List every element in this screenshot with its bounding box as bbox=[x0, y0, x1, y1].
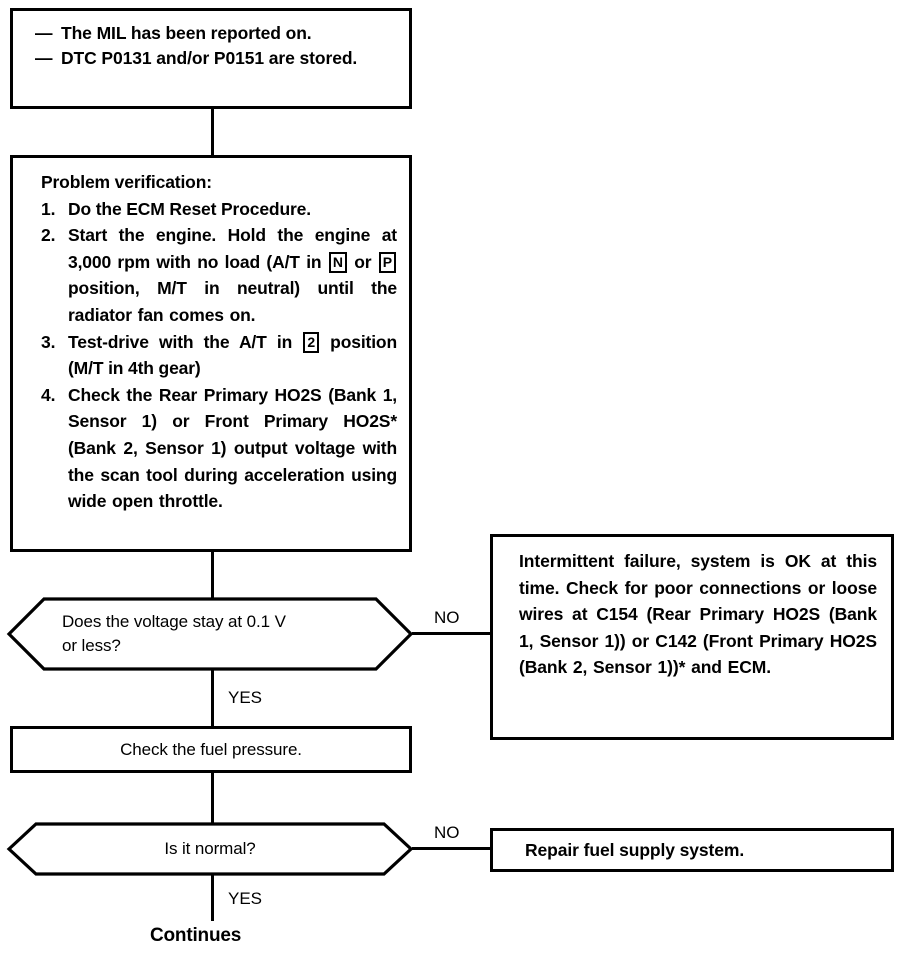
condition-dash: — bbox=[35, 48, 53, 68]
conditions-list: — The MIL has been reported on. — DTC P0131… bbox=[35, 21, 401, 71]
verification-step: 2. Start the engine. Hold the engine at 3… bbox=[41, 222, 397, 328]
problem-verification-steps: 1. Do the ECM Reset Procedure. 2. Start the… bbox=[41, 196, 397, 515]
problem-verification-content: Problem verification: 1. Do the ECM Reset… bbox=[41, 169, 397, 515]
gear-position-n-icon: N bbox=[328, 251, 347, 273]
verification-step: 3. Test-drive with the A/T in 2 position … bbox=[41, 329, 397, 382]
verification-step-text: Start the engine. Hold the engine at 3,0… bbox=[68, 225, 397, 325]
repair-fuel-supply-box: Repair fuel supply system. bbox=[490, 828, 894, 872]
gear-position-2-icon: 2 bbox=[303, 331, 319, 353]
check-fuel-pressure-text: Check the fuel pressure. bbox=[120, 739, 302, 759]
conditions-box: — The MIL has been reported on. — DTC P0131… bbox=[10, 8, 412, 109]
verification-step-text: Check the Rear Primary HO2S (Bank 1, Sen… bbox=[68, 384, 397, 512]
decision-voltage-label: Does the voltage stay at 0.1 V or less? bbox=[62, 596, 358, 672]
problem-verification-box: Problem verification: 1. Do the ECM Reset… bbox=[10, 155, 412, 552]
condition-item: — DTC P0131 and/or P0151 are stored. bbox=[35, 46, 401, 71]
verification-step: 4. Check the Rear Primary HO2S (Bank 1, S… bbox=[41, 382, 397, 515]
connector-verification-to-voltage-decision bbox=[211, 552, 214, 598]
branch-label-no-normal: NO bbox=[434, 823, 460, 842]
branch-label-yes-voltage: YES bbox=[228, 688, 263, 707]
decision-voltage-line2: or less? bbox=[62, 636, 121, 655]
condition-text: DTC P0131 and/or P0151 are stored. bbox=[61, 48, 358, 68]
connector-normal-no-branch bbox=[412, 847, 492, 850]
verification-step-text: Test-drive with the A/T in 2 position (M… bbox=[68, 331, 398, 379]
problem-verification-title: Problem verification: bbox=[41, 172, 212, 192]
verification-step-text: Do the ECM Reset Procedure. bbox=[68, 198, 311, 219]
connector-voltage-no-branch bbox=[412, 632, 492, 635]
gear-position-p-icon: P bbox=[378, 251, 396, 273]
verification-step-number: 1. bbox=[41, 198, 56, 219]
branch-label-yes-normal: YES bbox=[228, 889, 263, 908]
connector-voltage-yes-branch bbox=[211, 670, 214, 726]
decision-is-it-normal-label: Is it normal? bbox=[62, 821, 358, 877]
connector-normal-yes-branch bbox=[211, 875, 214, 921]
intermittent-failure-text: Intermittent failure, system is OK at th… bbox=[519, 551, 877, 678]
intermittent-failure-box: Intermittent failure, system is OK at th… bbox=[490, 534, 894, 740]
verification-step-number: 4. bbox=[41, 384, 56, 405]
continues-label: Continues bbox=[150, 925, 242, 946]
branch-label-no-voltage: NO bbox=[434, 608, 460, 627]
verification-step-number: 2. bbox=[41, 225, 56, 246]
verification-step-number: 3. bbox=[41, 331, 56, 352]
connector-conditions-to-verification bbox=[211, 109, 214, 155]
connector-fuel-pressure-to-normal-decision bbox=[211, 773, 214, 823]
decision-voltage: Does the voltage stay at 0.1 V or less? bbox=[6, 596, 414, 672]
condition-dash: — bbox=[35, 23, 53, 43]
decision-is-it-normal: Is it normal? bbox=[6, 821, 414, 877]
decision-is-it-normal-line1: Is it normal? bbox=[164, 839, 256, 858]
repair-fuel-supply-text: Repair fuel supply system. bbox=[525, 839, 745, 860]
condition-text: The MIL has been reported on. bbox=[61, 23, 312, 43]
verification-step: 1. Do the ECM Reset Procedure. bbox=[41, 196, 397, 223]
decision-voltage-line1: Does the voltage stay at 0.1 V bbox=[62, 612, 286, 631]
condition-item: — The MIL has been reported on. bbox=[35, 21, 401, 46]
check-fuel-pressure-box: Check the fuel pressure. bbox=[10, 726, 412, 773]
